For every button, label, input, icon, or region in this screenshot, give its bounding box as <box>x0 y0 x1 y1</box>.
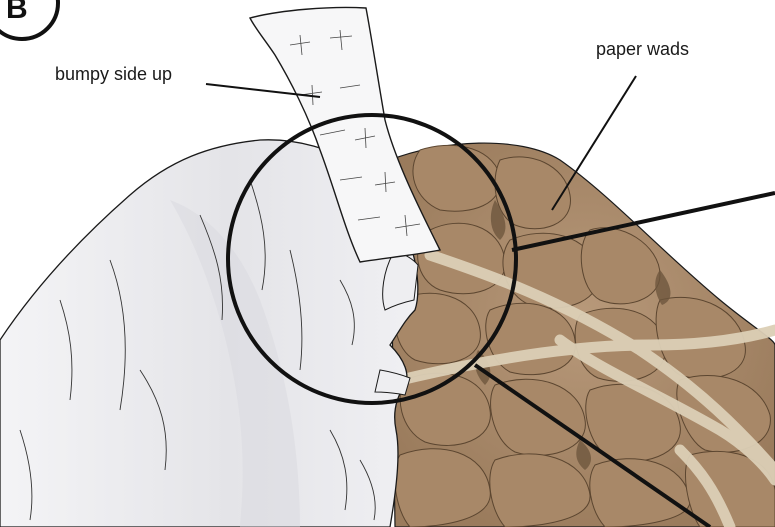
label-bumpy-side-up: bumpy side up <box>55 64 320 97</box>
figure-badge: B <box>0 0 58 39</box>
label-bumpy-side-up-text: bumpy side up <box>55 64 172 84</box>
badge-letter: B <box>6 0 28 25</box>
label-paper-wads-text: paper wads <box>596 39 689 59</box>
paper-wads-mound <box>380 143 775 527</box>
